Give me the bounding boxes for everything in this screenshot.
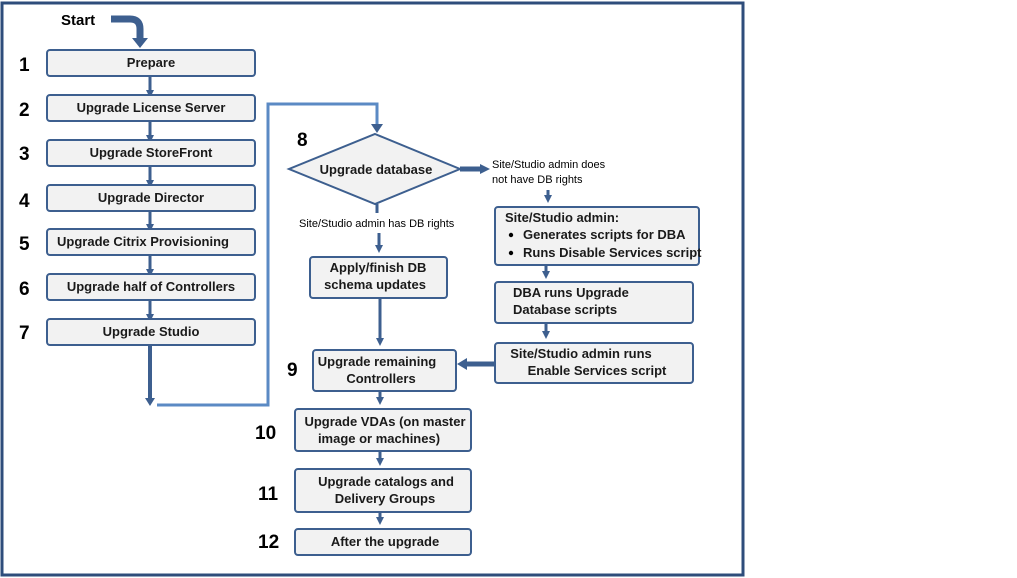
svg-text:Upgrade Citrix Provisioning: Upgrade Citrix Provisioning bbox=[57, 234, 229, 249]
step-number-2: 2 bbox=[19, 100, 30, 121]
svg-text:Upgrade remaining: Upgrade remaining bbox=[318, 354, 437, 369]
step-number-12: 12 bbox=[258, 532, 279, 553]
svg-text:Prepare: Prepare bbox=[127, 55, 175, 70]
svg-text:Controllers: Controllers bbox=[346, 371, 415, 386]
svg-text:Runs Disable Services script: Runs Disable Services script bbox=[523, 245, 702, 260]
step-upgrade-citrix-provisioning: Upgrade Citrix Provisioning bbox=[46, 228, 256, 256]
step-prepare: Prepare bbox=[46, 49, 256, 77]
svg-text:Enable Services script: Enable Services script bbox=[528, 363, 667, 378]
step-number-7: 7 bbox=[19, 323, 30, 344]
step-number-10: 10 bbox=[255, 423, 276, 444]
step-upgrade-vdas: Upgrade VDAs (on master image or machine… bbox=[294, 408, 472, 452]
svg-text:schema updates: schema updates bbox=[324, 277, 426, 292]
step-upgrade-remaining-controllers: Upgrade remaining Controllers bbox=[312, 349, 457, 392]
svg-text:Upgrade catalogs and: Upgrade catalogs and bbox=[318, 474, 454, 489]
svg-text:Delivery Groups: Delivery Groups bbox=[335, 491, 435, 506]
svg-text:DBA runs Upgrade: DBA runs Upgrade bbox=[513, 285, 629, 300]
step-upgrade-storefront: Upgrade StoreFront bbox=[46, 139, 256, 167]
svg-text:Upgrade Director: Upgrade Director bbox=[98, 190, 204, 205]
connector-8-head bbox=[371, 124, 383, 133]
start-arrow-head bbox=[132, 38, 148, 48]
svg-text:Upgrade License Server: Upgrade License Server bbox=[77, 100, 226, 115]
svg-text:Generates scripts for DBA: Generates scripts for DBA bbox=[523, 227, 686, 242]
start-label: Start bbox=[61, 12, 95, 29]
decision-upgrade-database: Upgrade database bbox=[286, 132, 463, 206]
svg-text:Site/Studio admin runs: Site/Studio admin runs bbox=[510, 346, 652, 361]
step-number-1: 1 bbox=[19, 55, 30, 76]
connector-8-right-head bbox=[480, 164, 490, 174]
step-dba-upgrade-scripts: DBA runs Upgrade Database scripts bbox=[494, 281, 694, 324]
connector-7-8 bbox=[157, 102, 379, 407]
step-upgrade-half-controllers: Upgrade half of Controllers bbox=[46, 273, 256, 301]
svg-text:Upgrade database: Upgrade database bbox=[320, 162, 433, 177]
step-number-9: 9 bbox=[287, 360, 298, 381]
svg-text:Database scripts: Database scripts bbox=[513, 302, 617, 317]
step-number-11: 11 bbox=[258, 484, 279, 505]
connector-enable-remaining-head bbox=[457, 358, 467, 370]
step-site-admin-scripts: Site/Studio admin: Generates scripts for… bbox=[494, 206, 702, 266]
step-upgrade-license-server: Upgrade License Server bbox=[46, 94, 256, 122]
connector-7-head bbox=[145, 398, 155, 406]
step-apply-db-schema: Apply/finish DB schema updates bbox=[309, 256, 448, 299]
svg-text:Site/Studio admin:: Site/Studio admin: bbox=[505, 210, 619, 225]
step-number-4: 4 bbox=[19, 191, 30, 212]
svg-text:After the upgrade: After the upgrade bbox=[331, 534, 439, 549]
step-number-6: 6 bbox=[19, 279, 30, 300]
svg-text:image or machines): image or machines) bbox=[318, 431, 440, 446]
step-upgrade-studio: Upgrade Studio bbox=[46, 318, 256, 346]
label-has-db-rights: Site/Studio admin has DB rights bbox=[299, 218, 455, 230]
label-no-db-rights-1: Site/Studio admin does bbox=[492, 159, 606, 171]
step-upgrade-director: Upgrade Director bbox=[46, 184, 256, 212]
step-number-8: 8 bbox=[297, 130, 308, 151]
svg-text:Upgrade VDAs (on master: Upgrade VDAs (on master bbox=[304, 414, 465, 429]
step-number-3: 3 bbox=[19, 144, 30, 165]
svg-text:Upgrade half of Controllers: Upgrade half of Controllers bbox=[67, 279, 235, 294]
step-enable-services: Site/Studio admin runs Enable Services s… bbox=[494, 342, 694, 384]
step-upgrade-catalogs: Upgrade catalogs and Delivery Groups bbox=[294, 468, 472, 513]
svg-text:Apply/finish DB: Apply/finish DB bbox=[330, 260, 427, 275]
label-no-db-rights-2: not have DB rights bbox=[492, 174, 583, 186]
svg-text:Upgrade Studio: Upgrade Studio bbox=[103, 324, 200, 339]
step-number-5: 5 bbox=[19, 234, 30, 255]
svg-text:Upgrade StoreFront: Upgrade StoreFront bbox=[90, 145, 213, 160]
start-arrow-shaft bbox=[111, 15, 144, 40]
step-after-upgrade: After the upgrade bbox=[294, 528, 472, 556]
